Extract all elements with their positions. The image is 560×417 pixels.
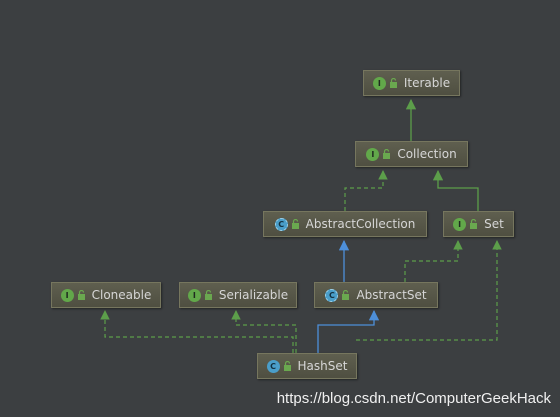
edge-set-collection: [432, 169, 479, 211]
lock-icon: [204, 290, 212, 300]
abstract-class-icon: C: [274, 217, 288, 231]
node-label: Cloneable: [91, 288, 152, 302]
node-label: Collection: [397, 147, 457, 161]
node-label: HashSet: [297, 359, 348, 373]
lock-icon: [383, 149, 391, 159]
lock-icon: [77, 290, 85, 300]
interface-icon: I: [187, 288, 201, 302]
watermark-url: https://blog.csdn.net/ComputerGeekHack: [276, 390, 551, 407]
lock-icon: [389, 78, 397, 88]
node-hash-set[interactable]: C HashSet: [257, 353, 357, 379]
node-label: Serializable: [218, 288, 289, 302]
node-set[interactable]: I Set: [443, 211, 514, 237]
node-serializable[interactable]: I Serializable: [179, 282, 297, 308]
lock-icon: [291, 219, 299, 229]
edge-hashset-serializable: [231, 310, 297, 353]
node-label: Set: [484, 217, 504, 231]
interface-icon: I: [453, 217, 467, 231]
edge-abstractcollection-collection: [344, 170, 388, 211]
lock-icon: [342, 290, 350, 300]
node-label: AbstractCollection: [305, 217, 416, 231]
interface-icon: I: [60, 288, 74, 302]
interface-icon: I: [366, 147, 380, 161]
edge-hashset-cloneable: [100, 310, 294, 353]
abstract-class-icon: C: [325, 288, 339, 302]
edge-hashset-abstractset: [317, 309, 380, 353]
edge-hashset-set: [356, 240, 502, 341]
interface-icon: I: [372, 76, 386, 90]
edge-abstractset-set: [404, 240, 463, 282]
node-abstract-collection[interactable]: C AbstractCollection: [263, 211, 427, 237]
node-cloneable[interactable]: I Cloneable: [51, 282, 161, 308]
node-label: AbstractSet: [356, 288, 427, 302]
lock-icon: [470, 219, 478, 229]
node-collection[interactable]: I Collection: [355, 141, 468, 167]
node-abstract-set[interactable]: C AbstractSet: [314, 282, 438, 308]
lock-icon: [283, 361, 291, 371]
node-iterable[interactable]: I Iterable: [363, 70, 460, 96]
class-icon: C: [266, 359, 280, 373]
node-label: Iterable: [403, 76, 451, 90]
